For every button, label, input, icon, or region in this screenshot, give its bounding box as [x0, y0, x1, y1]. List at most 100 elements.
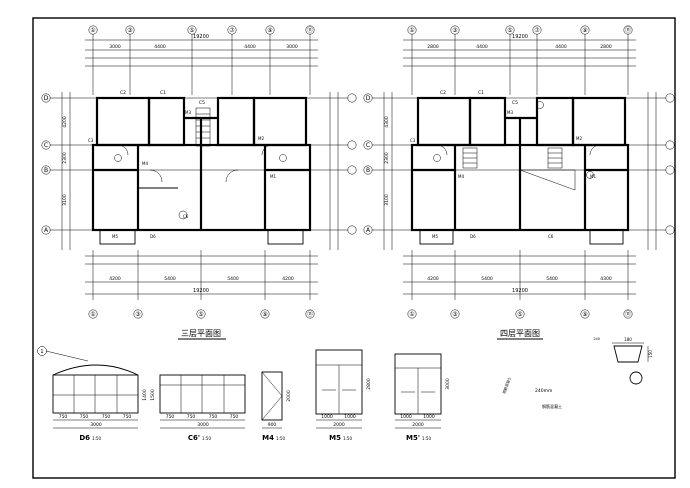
elevation-c6-prime: 750 750 750 750 3000 1500 C6' 1:50 — [150, 374, 246, 442]
dim-text: 1400 — [142, 389, 148, 401]
dim-text: 3000 — [445, 378, 451, 390]
room-label: C1 — [478, 90, 484, 96]
dim-text: 2800 — [600, 44, 612, 50]
axis-label: ⑪ — [307, 26, 313, 34]
axis-label: ③ — [452, 27, 457, 34]
room-label: M4 — [458, 174, 464, 179]
overall-dimension: 19200 — [512, 288, 528, 294]
room-label: C2 — [440, 90, 446, 96]
dim-text: 4300 — [384, 116, 390, 128]
dim-text: 1000 — [344, 414, 356, 420]
detail-annotation: 钢筋混凝土 — [501, 376, 512, 395]
axis-label: D — [44, 95, 49, 102]
axis-bubbles-bottom-2: ① ③ ⑤ ⑨ ⑪ — [407, 309, 633, 319]
dim-text: 4400 — [154, 44, 166, 50]
axis-label: ⑨ — [582, 27, 587, 34]
overall-dimension: 19200 — [193, 34, 209, 40]
room-labels-2: C2 C1 C5 M3 M2 C3 M1 M4 C6 M5 D6 — [410, 90, 596, 239]
dim-text: 3000 — [197, 422, 209, 428]
elevation-scale: 1:50 — [202, 436, 211, 441]
overall-dimension: 19200 — [512, 34, 528, 40]
dim-text: 3000 — [286, 44, 298, 50]
room-label: C5 — [512, 100, 518, 106]
axis-label: ① — [90, 27, 95, 34]
axis-label: ⑨ — [262, 311, 267, 318]
sheet-border — [32, 17, 676, 479]
dim-text: 750 — [59, 414, 68, 420]
elevation-d6: 1 750 750 750 750 3000 1400 D6 1:50 — [37, 346, 148, 442]
dim-text: 3000 — [90, 422, 102, 428]
room-label: M5 — [112, 234, 118, 239]
axis-label: ③ — [452, 311, 457, 318]
dim-text: 750 — [123, 414, 132, 420]
room-label: M4 — [142, 161, 148, 166]
dim-text: 5400 — [164, 276, 176, 282]
dim-text: 2000 — [333, 422, 345, 428]
dim-text: 5400 — [481, 276, 493, 282]
dim-text: 4400 — [244, 44, 256, 50]
dim-text: 3100 — [384, 194, 390, 206]
dim-text: 4200 — [109, 276, 121, 282]
top-dimensions-2: 19200 2800 4400 4400 2800 — [403, 34, 636, 95]
axis-label: ⑨ — [582, 311, 587, 318]
dim-text: 750 — [166, 414, 175, 420]
room-label: C1 — [160, 90, 166, 96]
third-floor-plan: ① ③ ⑤ ⑦ ⑨ ⑪ 19200 3000 4400 4400 3000 — [41, 25, 357, 340]
axis-label: ⑤ — [198, 311, 203, 318]
room-label: C6 — [548, 234, 554, 239]
dim-text: 240 — [593, 337, 600, 341]
axis-label: ⑪ — [625, 310, 631, 318]
axis-bubbles-top-1: ① ③ ⑤ ⑦ ⑨ ⑪ — [88, 25, 315, 35]
dim-text: 1000 — [321, 414, 333, 420]
axis-label: ⑤ — [507, 27, 512, 34]
elevation-title: M4 — [262, 434, 274, 442]
room-label: D6 — [150, 234, 156, 239]
axis-label: C — [44, 142, 48, 149]
plan-title: 四层平面图 — [500, 329, 540, 338]
elevation-scale: 1:50 — [92, 436, 101, 441]
axis-label: A — [366, 227, 371, 234]
section-label: 240mm — [535, 388, 552, 394]
axis-label: ⑨ — [267, 27, 272, 34]
elevation-title: C6' — [188, 434, 200, 442]
room-label: M2 — [258, 136, 264, 141]
elevation-title: M5 — [329, 434, 341, 442]
axis-label: ① — [409, 311, 414, 318]
dim-text: 5400 — [227, 276, 239, 282]
plan-title: 三层平面图 — [181, 329, 221, 338]
room-label: C3 — [88, 138, 94, 143]
elevation-m4: 900 2000 M4 1:50 — [261, 371, 292, 442]
axis-label: B — [366, 167, 370, 174]
dim-text: 150 — [648, 350, 653, 358]
room-label: C3 — [410, 138, 416, 143]
room-label: M5 — [432, 234, 438, 239]
dim-text: 900 — [268, 422, 277, 428]
dim-text: 4200 — [282, 276, 294, 282]
axis-label: ⑪ — [625, 26, 631, 34]
dim-text: 4400 — [555, 44, 567, 50]
section-details: 钢筋混凝土 240mm 钢筋混凝土 180 150 240 — [501, 337, 653, 409]
dim-text: 750 — [230, 414, 239, 420]
dim-text: 3000 — [109, 44, 121, 50]
room-label: D6 — [470, 234, 476, 239]
elevation-title: D6 — [79, 434, 90, 442]
dim-text: 180 — [624, 337, 632, 342]
axis-label: D — [366, 95, 371, 102]
dim-text: 1000 — [423, 414, 435, 420]
room-label: C6 — [183, 214, 189, 219]
dim-text: 2000 — [286, 390, 292, 402]
overall-dimension: 19200 — [193, 288, 209, 294]
top-dimensions-1: 19200 3000 4400 4400 3000 — [85, 34, 318, 95]
dim-text: 2000 — [412, 422, 424, 428]
elevation-scale: 1:50 — [343, 436, 352, 441]
dim-text: 2800 — [427, 44, 439, 50]
room-label: M3 — [185, 110, 191, 115]
room-label: M3 — [507, 110, 513, 115]
dim-text: 750 — [80, 414, 89, 420]
elevation-m5: 1000 1000 2000 2800 M5 1:50 — [315, 349, 372, 442]
axis-bubbles-bottom-1: ① ③ ⑤ ⑨ ⑪ — [88, 309, 315, 319]
bottom-dimensions-1: 4200 5400 5400 4200 19200 — [85, 250, 318, 300]
fourth-floor-plan: ① ③ ⑤ ⑦ ⑨ ⑪ 19200 2800 4400 4400 2800 D — [363, 25, 675, 340]
axis-label: ⑤ — [517, 311, 522, 318]
